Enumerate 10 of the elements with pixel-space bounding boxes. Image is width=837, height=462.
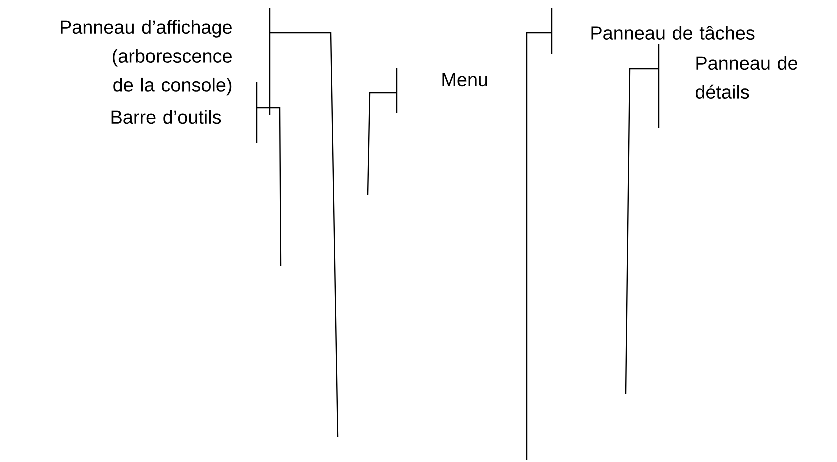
- leader-line: [269, 7, 339, 438]
- leader-line: [256, 81, 282, 267]
- callout-label: Barre d’outils: [112, 110, 222, 124]
- leader-line: [367, 67, 398, 196]
- leader-line: [526, 7, 553, 461]
- callout-label: Panneau de détails: [696, 56, 798, 99]
- leader-line: [625, 43, 660, 395]
- callout-label: Panneau d’affichage (arborescence de la console): [61, 20, 232, 96]
- callout-label: Menu: [442, 73, 488, 87]
- callout-label: Panneau de tâches: [592, 26, 755, 40]
